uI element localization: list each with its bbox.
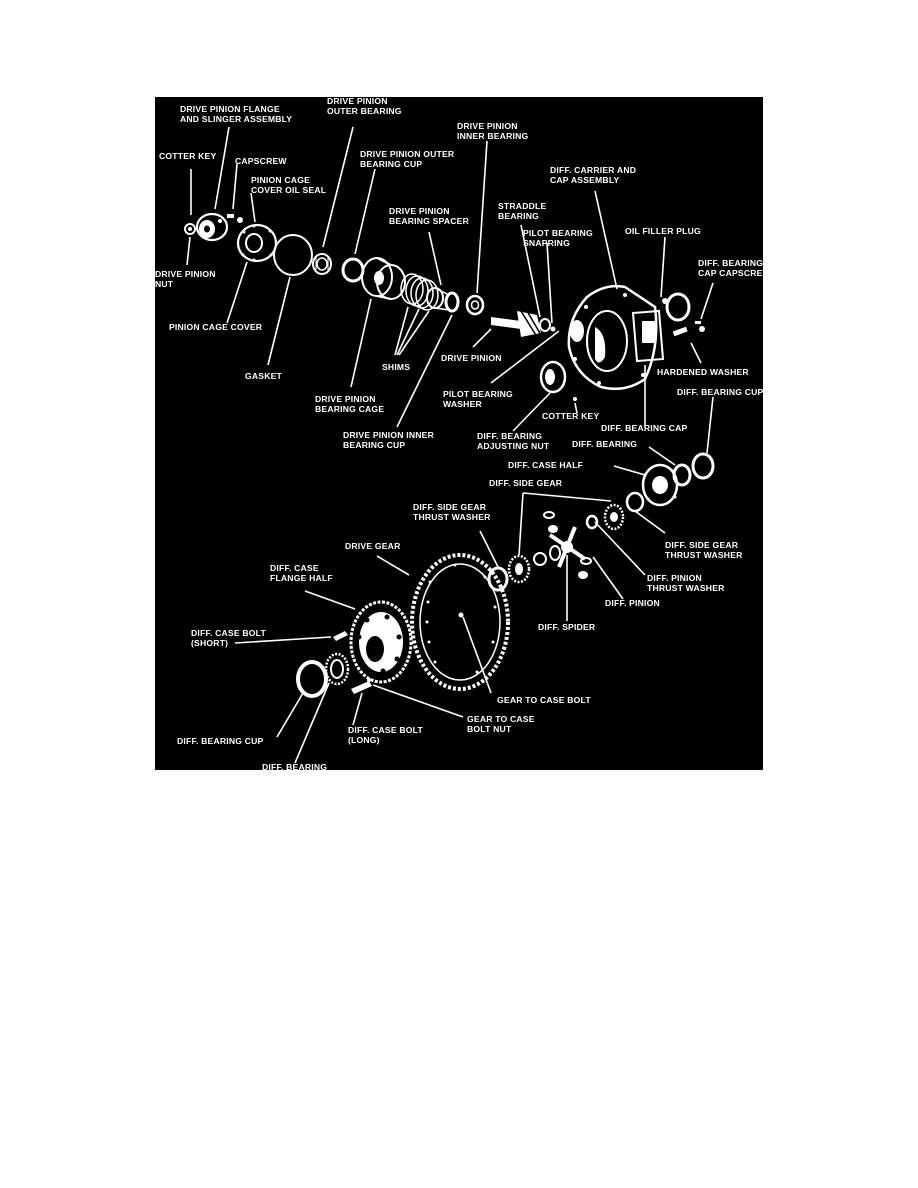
- label-diff-pinion: DIFF. PINION: [605, 598, 660, 608]
- label-drive-pinion-flange: DRIVE PINION FLANGE AND SLINGER ASSEMBLY: [180, 104, 293, 124]
- label-diff-pinion-thrust-washer: DIFF. PINION THRUST WASHER: [647, 573, 725, 593]
- shims-part: [400, 273, 439, 311]
- label-capscrew: CAPSCREW: [235, 156, 287, 166]
- diff-pinions-part: [533, 511, 599, 579]
- side-gear-right-part: [603, 503, 625, 531]
- hardened-washer-part: [672, 321, 705, 337]
- label-diff-bearing-cup-right: DIFF. BEARING CUP: [677, 387, 763, 397]
- diff-bearing-right-part: [672, 463, 692, 487]
- label-drive-pinion-nut: DRIVE PINION NUT: [155, 269, 216, 289]
- thrust-washer-right-part: [625, 491, 645, 513]
- label-pinion-cage-cover-oil-seal: PINION CAGE COVER OIL SEAL: [251, 175, 327, 195]
- label-oil-filler-plug: OIL FILLER PLUG: [625, 226, 701, 236]
- diff-case-half-part: [641, 463, 679, 507]
- label-cotter-key-top: COTTER KEY: [159, 151, 217, 161]
- outer-bearing-part: [312, 253, 332, 275]
- label-drive-gear: DRIVE GEAR: [345, 541, 401, 551]
- inner-bearing-part: [465, 294, 485, 316]
- bearing-cage-part: [361, 257, 406, 300]
- label-drive-pinion: DRIVE PINION: [441, 353, 502, 363]
- label-pilot-bearing-snapring: PILOT BEARING SNAPRING: [523, 228, 593, 248]
- bearing-spacer-part: [426, 287, 450, 311]
- label-diff-spider: DIFF. SPIDER: [538, 622, 596, 632]
- capscrew-part: [227, 214, 243, 223]
- label-gear-to-case-bolt-nut: GEAR TO CASE BOLT NUT: [467, 714, 535, 734]
- thrust-washer-left-part: [487, 566, 509, 592]
- gasket-part: [273, 234, 313, 276]
- diff-carrier-part: [567, 284, 668, 390]
- pinion-cage-cover-part: [236, 223, 278, 263]
- outer-bearing-cup-part: [341, 257, 365, 283]
- leader-lines: [186, 126, 714, 764]
- label-hardened-washer: HARDENED WASHER: [657, 367, 749, 377]
- drive-pinion-flange-part: [195, 212, 229, 242]
- label-pinion-cage-cover: PINION CAGE COVER: [169, 322, 263, 332]
- label-drive-pinion-bearing-spacer: DRIVE PINION BEARING SPACER: [389, 206, 469, 226]
- case-bolts-part: [333, 631, 372, 694]
- label-diff-side-gear: DIFF. SIDE GEAR: [489, 478, 563, 488]
- label-diff-bearing-cap: DIFF. BEARING CAP: [601, 423, 688, 433]
- label-shims: SHIMS: [382, 362, 411, 372]
- label-diff-case-bolt-long: DIFF. CASE BOLT (LONG): [348, 725, 423, 745]
- label-diff-case-bolt-short: DIFF. CASE BOLT (SHORT): [191, 628, 266, 648]
- label-diff-side-gear-thrust-washer-left: DIFF. SIDE GEAR THRUST WASHER: [413, 502, 491, 522]
- diff-bearing-left-part: [324, 652, 350, 686]
- side-gear-left-part: [507, 554, 531, 584]
- label-diff-bearing-adjusting-nut: DIFF. BEARING ADJUSTING NUT: [477, 431, 550, 451]
- label-diff-side-gear-thrust-washer-right: DIFF. SIDE GEAR THRUST WASHER: [665, 540, 743, 560]
- drive-pinion-nut-part: [184, 223, 196, 235]
- label-gasket: GASKET: [245, 371, 283, 381]
- label-diff-bearing-cup-left: DIFF. BEARING CUP: [177, 736, 264, 746]
- inner-bearing-cup-part: [444, 291, 460, 313]
- carrier-bearing-cup-part: [665, 292, 691, 322]
- adjusting-nut-part: [539, 360, 567, 394]
- diff-case-flange-half-part: [349, 600, 413, 684]
- drive-pinion-part: [491, 310, 556, 338]
- label-diff-bearing-cap-capscrew: DIFF. BEARING CAP CAPSCREW: [698, 258, 763, 278]
- diff-bearing-cup-left-part: [296, 660, 328, 698]
- diagram-artwork: [184, 126, 715, 764]
- label-drive-pinion-inner-bearing: DRIVE PINION INNER BEARING: [457, 121, 529, 141]
- label-drive-pinion-bearing-cage: DRIVE PINION BEARING CAGE: [315, 394, 385, 414]
- drive-gear-part: [410, 553, 510, 691]
- label-gear-to-case-bolt: GEAR TO CASE BOLT: [497, 695, 591, 705]
- label-diff-carrier-and-cap: DIFF. CARRIER AND CAP ASSEMBLY: [550, 165, 637, 185]
- label-diff-case-flange-half: DIFF. CASE FLANGE HALF: [270, 563, 333, 583]
- label-diff-case-half: DIFF. CASE HALF: [508, 460, 584, 470]
- label-diff-bearing-left: DIFF. BEARING: [262, 762, 328, 770]
- diff-spider-part: [548, 526, 587, 568]
- diff-bearing-cup-right-part: [691, 452, 715, 480]
- label-straddle-bearing: STRADDLE BEARING: [498, 201, 547, 221]
- label-drive-pinion-inner-bearing-cup: DRIVE PINION INNER BEARING CUP: [343, 430, 434, 450]
- label-cotter-key-mid: COTTER KEY: [542, 411, 600, 421]
- exploded-diagram: DRIVE PINION FLANGE AND SLINGER ASSEMBLY…: [155, 97, 763, 770]
- label-drive-pinion-outer-bearing: DRIVE PINION OUTER BEARING: [327, 97, 402, 116]
- label-pilot-bearing-washer: PILOT BEARING WASHER: [443, 389, 513, 409]
- cotter-key-part: [573, 397, 577, 401]
- label-drive-pinion-outer-bearing-cup: DRIVE PINION OUTER BEARING CUP: [360, 149, 455, 169]
- label-diff-bearing-right: DIFF. BEARING: [572, 439, 638, 449]
